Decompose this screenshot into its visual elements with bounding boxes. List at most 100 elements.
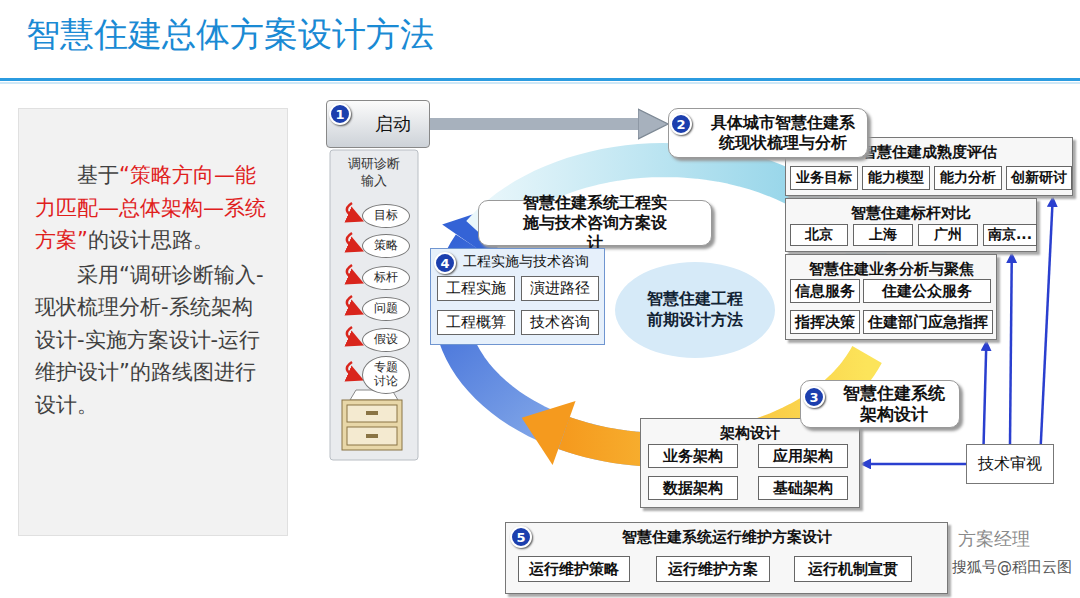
node-text: 专题讨论 — [374, 361, 398, 389]
node-text: 智慧住建系统工程实施与技术咨询方案设计 — [523, 193, 667, 253]
node-text: 业务目标 — [796, 169, 852, 187]
watermark: 搜狐号@稻田云图 — [952, 558, 1072, 577]
item-box: 创新研讨 — [1006, 166, 1072, 190]
node-text: 住建部门应急指挥 — [868, 313, 988, 332]
node-text: 信息服务 — [795, 282, 855, 301]
item-box: 南京... — [983, 224, 1037, 246]
item-box: 住建部门应急指挥 — [863, 310, 993, 334]
node-text: 智慧住建系统运行维护方案设计 — [622, 528, 832, 546]
item-box: 北京 — [790, 224, 848, 246]
item-box: 技术咨询 — [521, 310, 599, 335]
node-text: 调研诊断输入 — [348, 156, 400, 190]
item-box: 运行机制宣贯 — [794, 556, 912, 582]
input-arrow — [347, 233, 356, 248]
item-box: 演进路径 — [521, 276, 599, 301]
item-box: 数据架构 — [648, 476, 738, 500]
node-text: 工程实施与技术咨询 — [463, 253, 589, 269]
node-text: 上海 — [869, 226, 897, 244]
cabinet-body — [342, 400, 402, 450]
item-box: 基础架构 — [758, 476, 848, 500]
node-text: 工程概算 — [446, 313, 506, 332]
node-text: 北京 — [805, 226, 833, 244]
node-text: 智慧住建成熟度评估 — [862, 143, 997, 161]
node-text: 广州 — [934, 226, 962, 244]
handle — [366, 434, 378, 438]
node-text: 标杆 — [374, 271, 398, 285]
node-text: 的设计思路。 — [88, 228, 214, 252]
review-arrow — [1041, 196, 1053, 444]
node-text: 运行维护方案 — [668, 560, 758, 579]
callout-number: 5 — [510, 526, 532, 548]
step-box: 智慧住建系统架构设计 — [800, 380, 960, 428]
input-oval: 问题 — [362, 297, 410, 321]
node-text: 智慧住建业务分析与聚焦 — [809, 260, 974, 278]
description-panel: 基于“策略方向—能力匹配—总体架构—系统方案”的设计思路。采用“调研诊断输入-现… — [18, 108, 288, 536]
input-oval: 标杆 — [362, 266, 410, 290]
center-ellipse: 智慧住建工程前期设计方法 — [615, 262, 775, 358]
callout-number: 3 — [803, 386, 825, 408]
node-text: 数据架构 — [663, 479, 723, 498]
input-oval: 目标 — [362, 204, 410, 228]
input-arrow — [347, 362, 356, 377]
node-text: 演进路径 — [530, 279, 590, 298]
node-text: 技术咨询 — [530, 313, 590, 332]
node-text: 运行机制宣贯 — [808, 560, 898, 579]
title-rule — [0, 82, 1080, 84]
step-box: 具体城市智慧住建系统现状梳理与分析 — [668, 108, 868, 158]
input-arrows — [347, 203, 356, 377]
node-text: 假设 — [374, 333, 398, 347]
start-arrow — [430, 118, 638, 130]
node-text: 能力模型 — [868, 169, 924, 187]
input-arrow — [347, 327, 356, 342]
item-box: 指挥决策 — [790, 310, 860, 334]
item-box: 住建公众服务 — [863, 279, 991, 303]
watermark: 方案经理 — [958, 527, 1030, 551]
item-box: 运行维护策略 — [518, 556, 630, 582]
node-text: 住建公众服务 — [882, 282, 972, 301]
item-box: 上海 — [853, 224, 913, 246]
item-box: 信息服务 — [790, 279, 860, 303]
input-oval: 策略 — [362, 234, 410, 258]
callout-number: 4 — [434, 252, 456, 274]
diagram-title: 智慧住建总体方案设计方法 — [26, 12, 434, 58]
column-ground — [330, 150, 418, 460]
group-panel: 架构设计业务架构应用架构数据架构基础架构 — [640, 418, 860, 508]
input-oval: 专题讨论 — [362, 356, 410, 394]
input-arrow — [347, 203, 356, 218]
cycle-arrowhead — [522, 401, 576, 465]
item-box: 能力模型 — [862, 166, 930, 190]
node-text: 创新研讨 — [1011, 169, 1067, 187]
node-text: 基于 — [35, 163, 119, 187]
file-cabinet — [342, 390, 402, 450]
node-text: 工程实施 — [446, 279, 506, 298]
node-text: 技术审视 — [978, 454, 1042, 475]
node-text: 具体城市智慧住建系统现状梳理与分析 — [711, 113, 855, 153]
input-oval: 假设 — [362, 328, 410, 352]
drawer — [347, 405, 397, 422]
item-box: 业务架构 — [648, 444, 738, 468]
handle — [366, 411, 378, 415]
callout-number: 1 — [329, 103, 351, 125]
node-text: 指挥决策 — [795, 313, 855, 332]
group-panel: 智慧住建标杆对比北京上海广州南京... — [785, 198, 1037, 252]
node-text: 应用架构 — [773, 447, 833, 466]
drawer — [347, 427, 397, 445]
item-box: 能力分析 — [934, 166, 1002, 190]
review-box: 技术审视 — [966, 444, 1054, 484]
group-panel: 智慧住建业务分析与聚焦信息服务 住建公众服务指挥决策住建部门应急指挥 — [785, 254, 997, 340]
node-text: 智慧住建工程前期设计方法 — [647, 289, 743, 331]
node-text: 策略 — [374, 239, 398, 253]
item-box: 工程概算 — [437, 310, 515, 335]
title-rule — [0, 78, 1080, 81]
node-text: 运行维护策略 — [529, 560, 619, 579]
input-arrow — [347, 296, 356, 311]
step-box: 智慧住建系统工程实施与技术咨询方案设计 — [478, 200, 712, 246]
review-arrow — [860, 463, 966, 466]
group-panel: 工程实施与技术咨询工程实施 演进路径工程概算 技术咨询 — [430, 248, 605, 345]
review-arrow — [1010, 252, 1012, 444]
callout-number: 2 — [670, 113, 692, 135]
input-arrow — [347, 265, 356, 280]
node-text: 问题 — [374, 302, 398, 316]
review-arrow — [984, 340, 987, 444]
node-text: 基础架构 — [773, 479, 833, 498]
